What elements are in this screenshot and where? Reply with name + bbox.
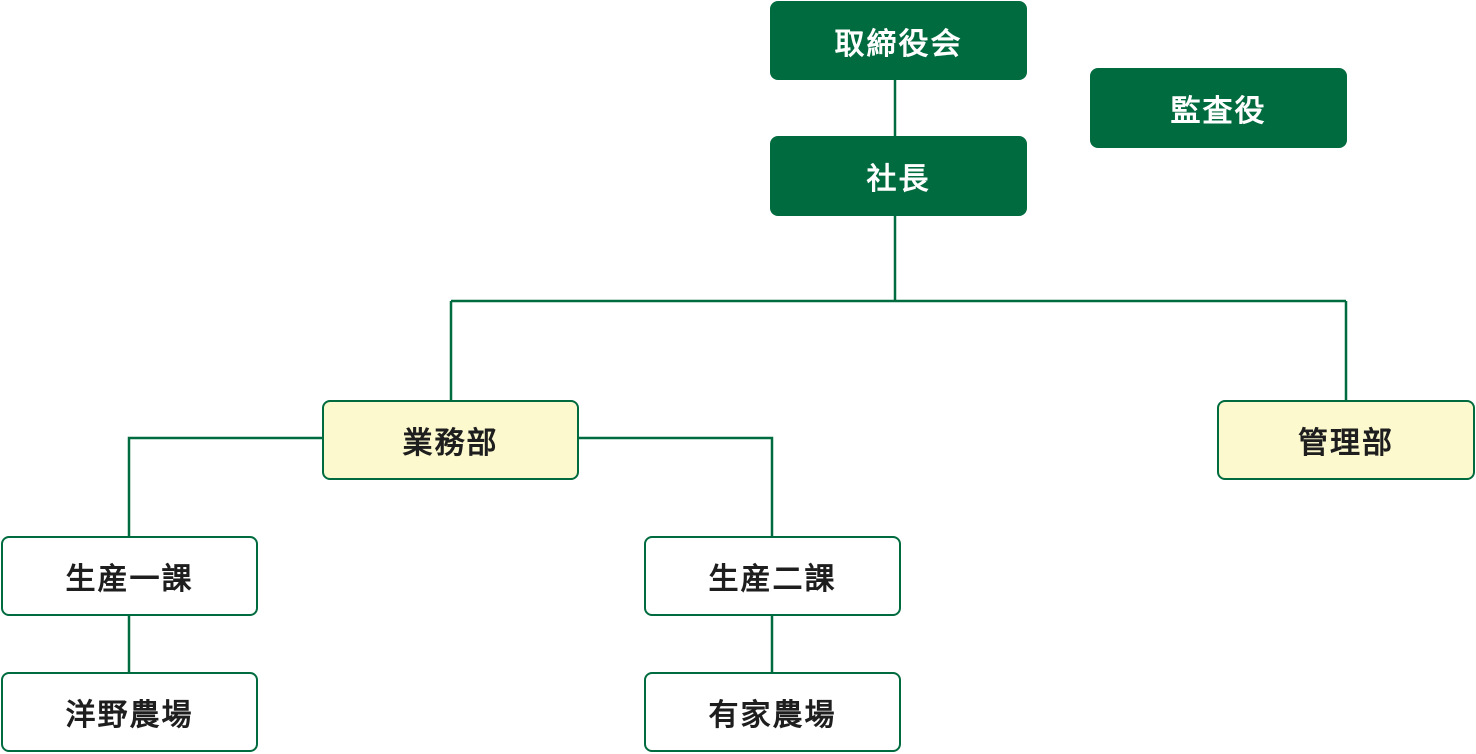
auditor-box: 監査役 — [1090, 68, 1347, 148]
connector-gyomu-to-section2 — [579, 436, 774, 536]
department-label-gyomu: 業務部 — [402, 426, 499, 461]
department-box-kanri: 管理部 — [1217, 400, 1475, 480]
connector-gyomu-to-section1 — [127, 436, 322, 536]
farm-label-ake: 有家農場 — [708, 698, 837, 733]
section-box-production-2: 生産二課 — [644, 536, 901, 616]
department-box-gyomu: 業務部 — [322, 400, 579, 480]
farm-box-ake: 有家農場 — [644, 672, 901, 752]
section-label-production-1: 生産一課 — [65, 562, 194, 597]
section-label-production-2: 生産二課 — [708, 562, 837, 597]
department-label-kanri: 管理部 — [1298, 426, 1394, 461]
farm-box-yono: 洋野農場 — [1, 672, 258, 752]
auditor-label: 監査役 — [1170, 94, 1267, 129]
section-box-production-1: 生産一課 — [1, 536, 258, 616]
president-box: 社長 — [770, 136, 1027, 216]
board-of-directors-box: 取締役会 — [770, 1, 1027, 80]
farm-label-yono: 洋野農場 — [65, 698, 194, 733]
president-label: 社長 — [866, 162, 931, 197]
board-of-directors-label: 取締役会 — [834, 26, 963, 62]
